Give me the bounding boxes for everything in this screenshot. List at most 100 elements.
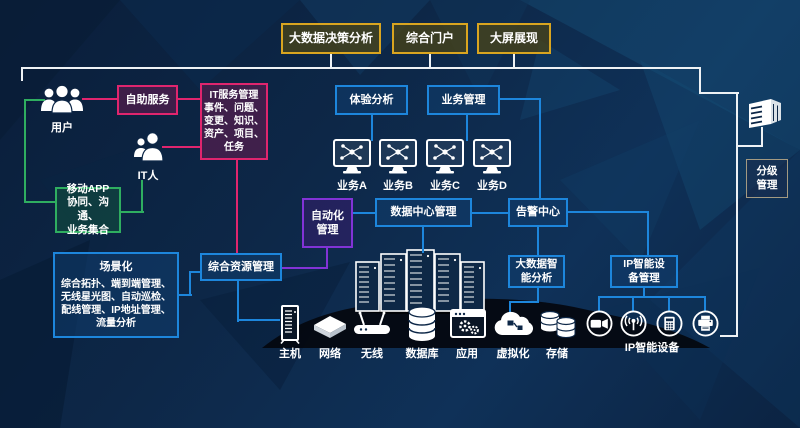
connector-line (178, 294, 192, 296)
node-it-service-mgmt: IT服务管理 事件、问题、 变更、知识、 资产、项目、 任务 (200, 83, 268, 160)
connector-line (237, 280, 239, 322)
connector-line (236, 158, 238, 255)
users-icon (41, 85, 83, 114)
node-scenario: 场景化 综合拓扑、端到端管理、 无线星光图、自动巡检、 配线管理、IP地址管理、… (53, 252, 179, 338)
monitor-icon (379, 139, 417, 174)
connector-line (237, 319, 280, 321)
host-icon (280, 305, 300, 344)
infra-label: 应用 (456, 348, 478, 360)
node-label: 移动APP 协同、沟通、 业务集合 (66, 182, 110, 236)
connector-line (82, 98, 118, 100)
node-automation-mgmt: 自动化 管理 (302, 198, 353, 248)
node-label: 告警中心 (516, 206, 560, 219)
connector-line (537, 226, 539, 256)
connector-line (539, 98, 541, 199)
node-resource-mgmt: 综合资源管理 (200, 253, 282, 281)
infra-label: 虚拟化 (496, 348, 530, 360)
wireless-icon (354, 311, 390, 334)
node-label: 数据中心管理 (390, 206, 457, 219)
connector-line (736, 92, 738, 337)
connector-line (643, 286, 645, 298)
infra-label: 无线 (361, 348, 383, 360)
connector-line (141, 180, 143, 213)
building-icon (749, 99, 781, 128)
connector-line (471, 212, 509, 214)
users-label: 用户 (51, 122, 73, 134)
monitor-icon (333, 139, 371, 174)
scenario-title: 场景化 (99, 260, 133, 273)
connector-line (736, 145, 763, 147)
connector-line (704, 296, 706, 311)
connector-line (24, 99, 26, 203)
node-bigdata-ai: 大数据智 能分析 (508, 255, 565, 288)
infra-label: 数据库 (405, 348, 439, 360)
ip-phone-icon (656, 310, 683, 337)
node-big-screen: 大屏展现 (477, 23, 551, 54)
monitor-icon (426, 139, 464, 174)
scenario-body: 综合拓扑、端到端管理、 无线星光图、自动巡检、 配线管理、IP地址管理、 流量分… (61, 279, 171, 330)
connector-line (647, 211, 649, 256)
connector-line (466, 114, 468, 141)
node-experience-analysis: 体验分析 (335, 85, 408, 115)
connector-line (422, 226, 424, 253)
node-label: IT服务管理 事件、问题、 变更、知识、 资产、项目、 任务 (204, 89, 264, 154)
monitor-label: 业务A (337, 180, 367, 192)
connector-line (699, 67, 701, 94)
database-icon (408, 306, 436, 341)
node-label: 业务管理 (441, 93, 486, 106)
connector-line (668, 296, 670, 311)
connector-line (632, 296, 634, 311)
connector-line (499, 98, 541, 100)
connector-line (598, 296, 600, 311)
connector-line (761, 127, 763, 147)
it-person-label: IT人 (137, 170, 159, 182)
node-label: 综合资源管理 (208, 260, 274, 273)
node-label: 大屏展现 (489, 30, 538, 45)
monitor-label: 业务D (477, 180, 507, 192)
connector-line (429, 53, 431, 69)
node-label: 体验分析 (349, 93, 394, 106)
connector-line (509, 301, 539, 303)
node-mobile-app: 移动APP 协同、沟通、 业务集合 (55, 183, 121, 236)
infra-label: 网络 (319, 348, 341, 360)
connector-line (720, 335, 738, 337)
monitor-label: 业务B (383, 180, 413, 192)
node-bigdata-decision: 大数据决策分析 (281, 23, 381, 54)
virtualization-icon (494, 311, 534, 335)
connector-line (537, 286, 539, 303)
connector-line (509, 301, 511, 313)
node-datacenter-mgmt: 数据中心管理 (375, 198, 472, 227)
camera-icon (586, 310, 613, 337)
infra-label: 存储 (546, 348, 568, 360)
connector-line (24, 99, 45, 101)
network-icon (314, 316, 346, 338)
node-label: 大数据决策分析 (288, 30, 373, 45)
connector-line (352, 212, 376, 214)
connector-line (119, 211, 144, 213)
connector-line (24, 201, 56, 203)
application-icon (450, 309, 486, 338)
connector-line (330, 53, 332, 69)
connector-line (281, 267, 328, 269)
connector-line (567, 211, 649, 213)
connector-line (189, 271, 191, 296)
connector-line (598, 296, 706, 298)
connector-line (22, 67, 701, 69)
connector-line (178, 98, 201, 100)
node-label: 分级 管理 (756, 164, 778, 191)
infra-label: 主机 (279, 348, 301, 360)
connector-line (371, 114, 373, 141)
connector-line (513, 53, 515, 69)
connector-line (326, 248, 328, 269)
node-portal: 综合门户 (392, 23, 468, 54)
connector-line (699, 92, 739, 94)
node-label: 综合门户 (405, 30, 454, 45)
rf-antenna-icon (620, 310, 647, 337)
node-alarm-center: 告警中心 (508, 198, 568, 227)
monitor-icon (473, 139, 511, 174)
storage-icon (540, 310, 576, 338)
node-business-mgmt: 业务管理 (427, 85, 500, 115)
node-ip-device-mgmt: IP智能设 备管理 (610, 255, 678, 288)
connector-line (189, 271, 202, 273)
